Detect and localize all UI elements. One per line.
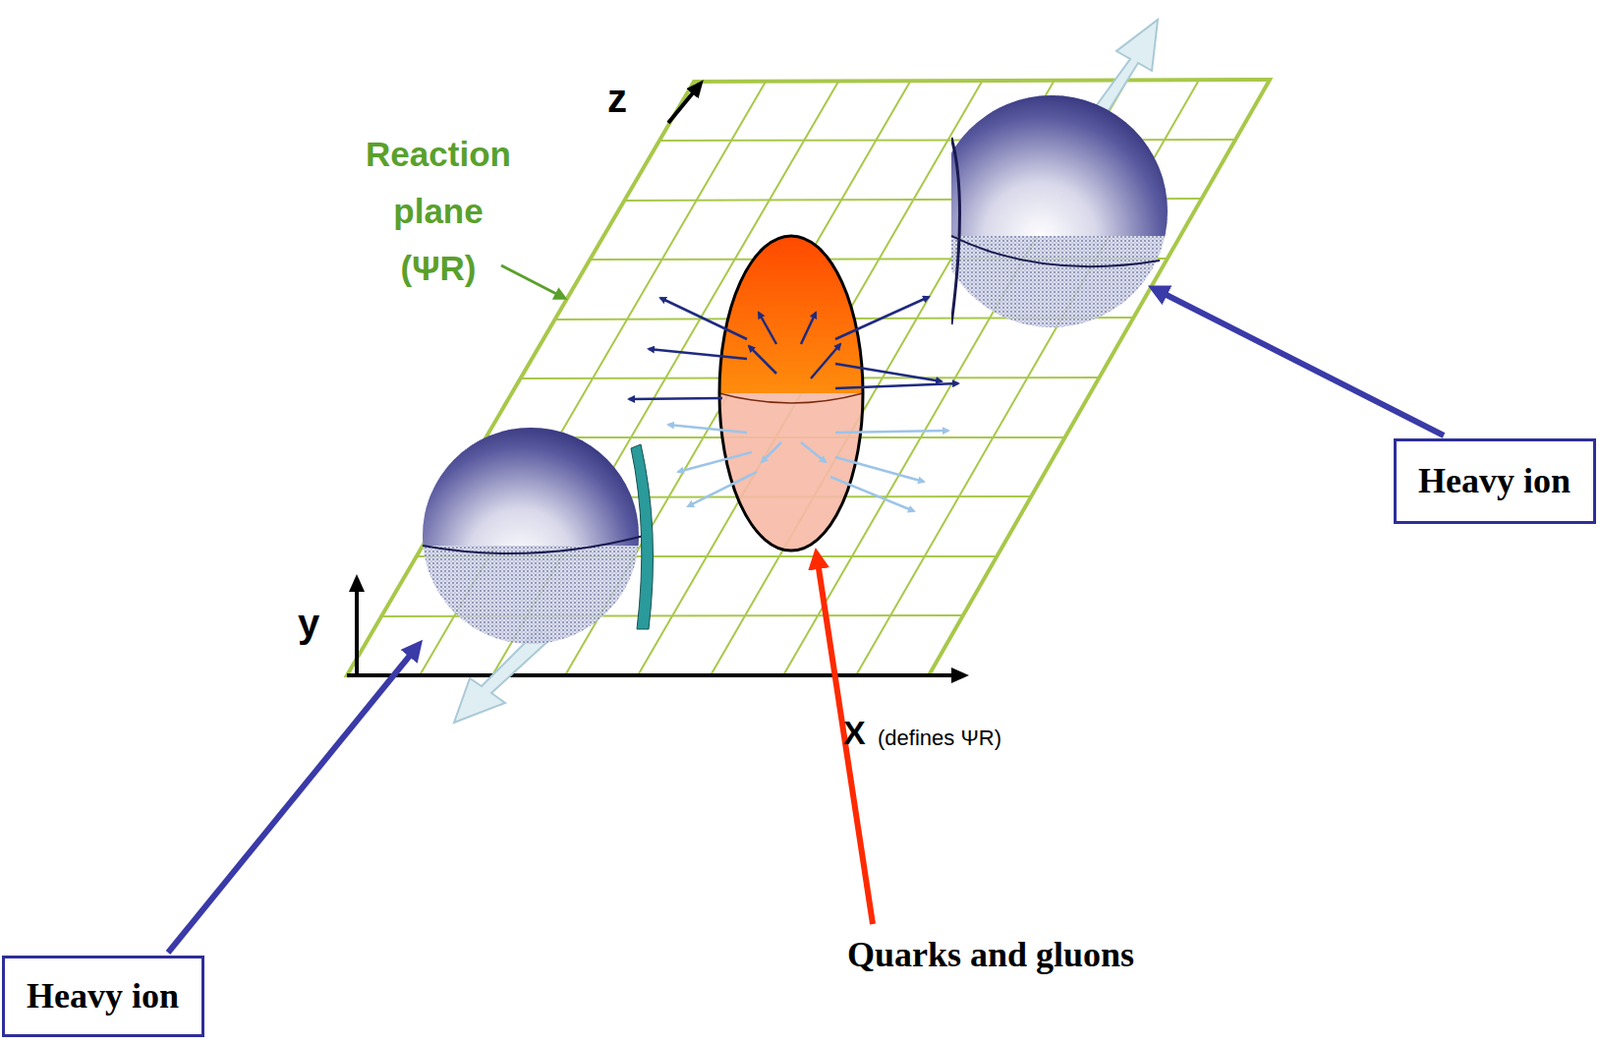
axis-note: (defines ΨR) xyxy=(877,725,1002,751)
y-axis xyxy=(354,579,359,676)
reaction-plane xyxy=(346,79,1270,676)
flow-arrows xyxy=(668,424,949,512)
heavy-ion-box: Heavy ion xyxy=(1,955,205,1037)
cut-rim xyxy=(630,444,654,629)
plane-label: Reaction plane (ΨR) xyxy=(355,125,521,297)
axis-label: X xyxy=(843,713,866,752)
ion-sphere xyxy=(422,427,644,644)
leader-line xyxy=(501,265,565,298)
leader-line xyxy=(168,645,418,953)
flow-arrows xyxy=(628,296,959,400)
motion-arrow xyxy=(1090,19,1158,120)
axis-label: z xyxy=(607,76,628,121)
x-axis xyxy=(346,673,964,678)
z-axis xyxy=(668,84,700,123)
leader-line xyxy=(816,555,873,924)
box-text: Heavy ion xyxy=(1418,460,1572,502)
ion-sphere xyxy=(951,95,1168,328)
region-label: Quarks and gluons xyxy=(847,933,1135,975)
leader-line xyxy=(1154,288,1444,436)
axis-label: y xyxy=(297,601,320,646)
box-text: Heavy ion xyxy=(26,975,180,1017)
heavy-ion-box: Heavy ion xyxy=(1393,438,1597,524)
fireball xyxy=(719,235,863,551)
